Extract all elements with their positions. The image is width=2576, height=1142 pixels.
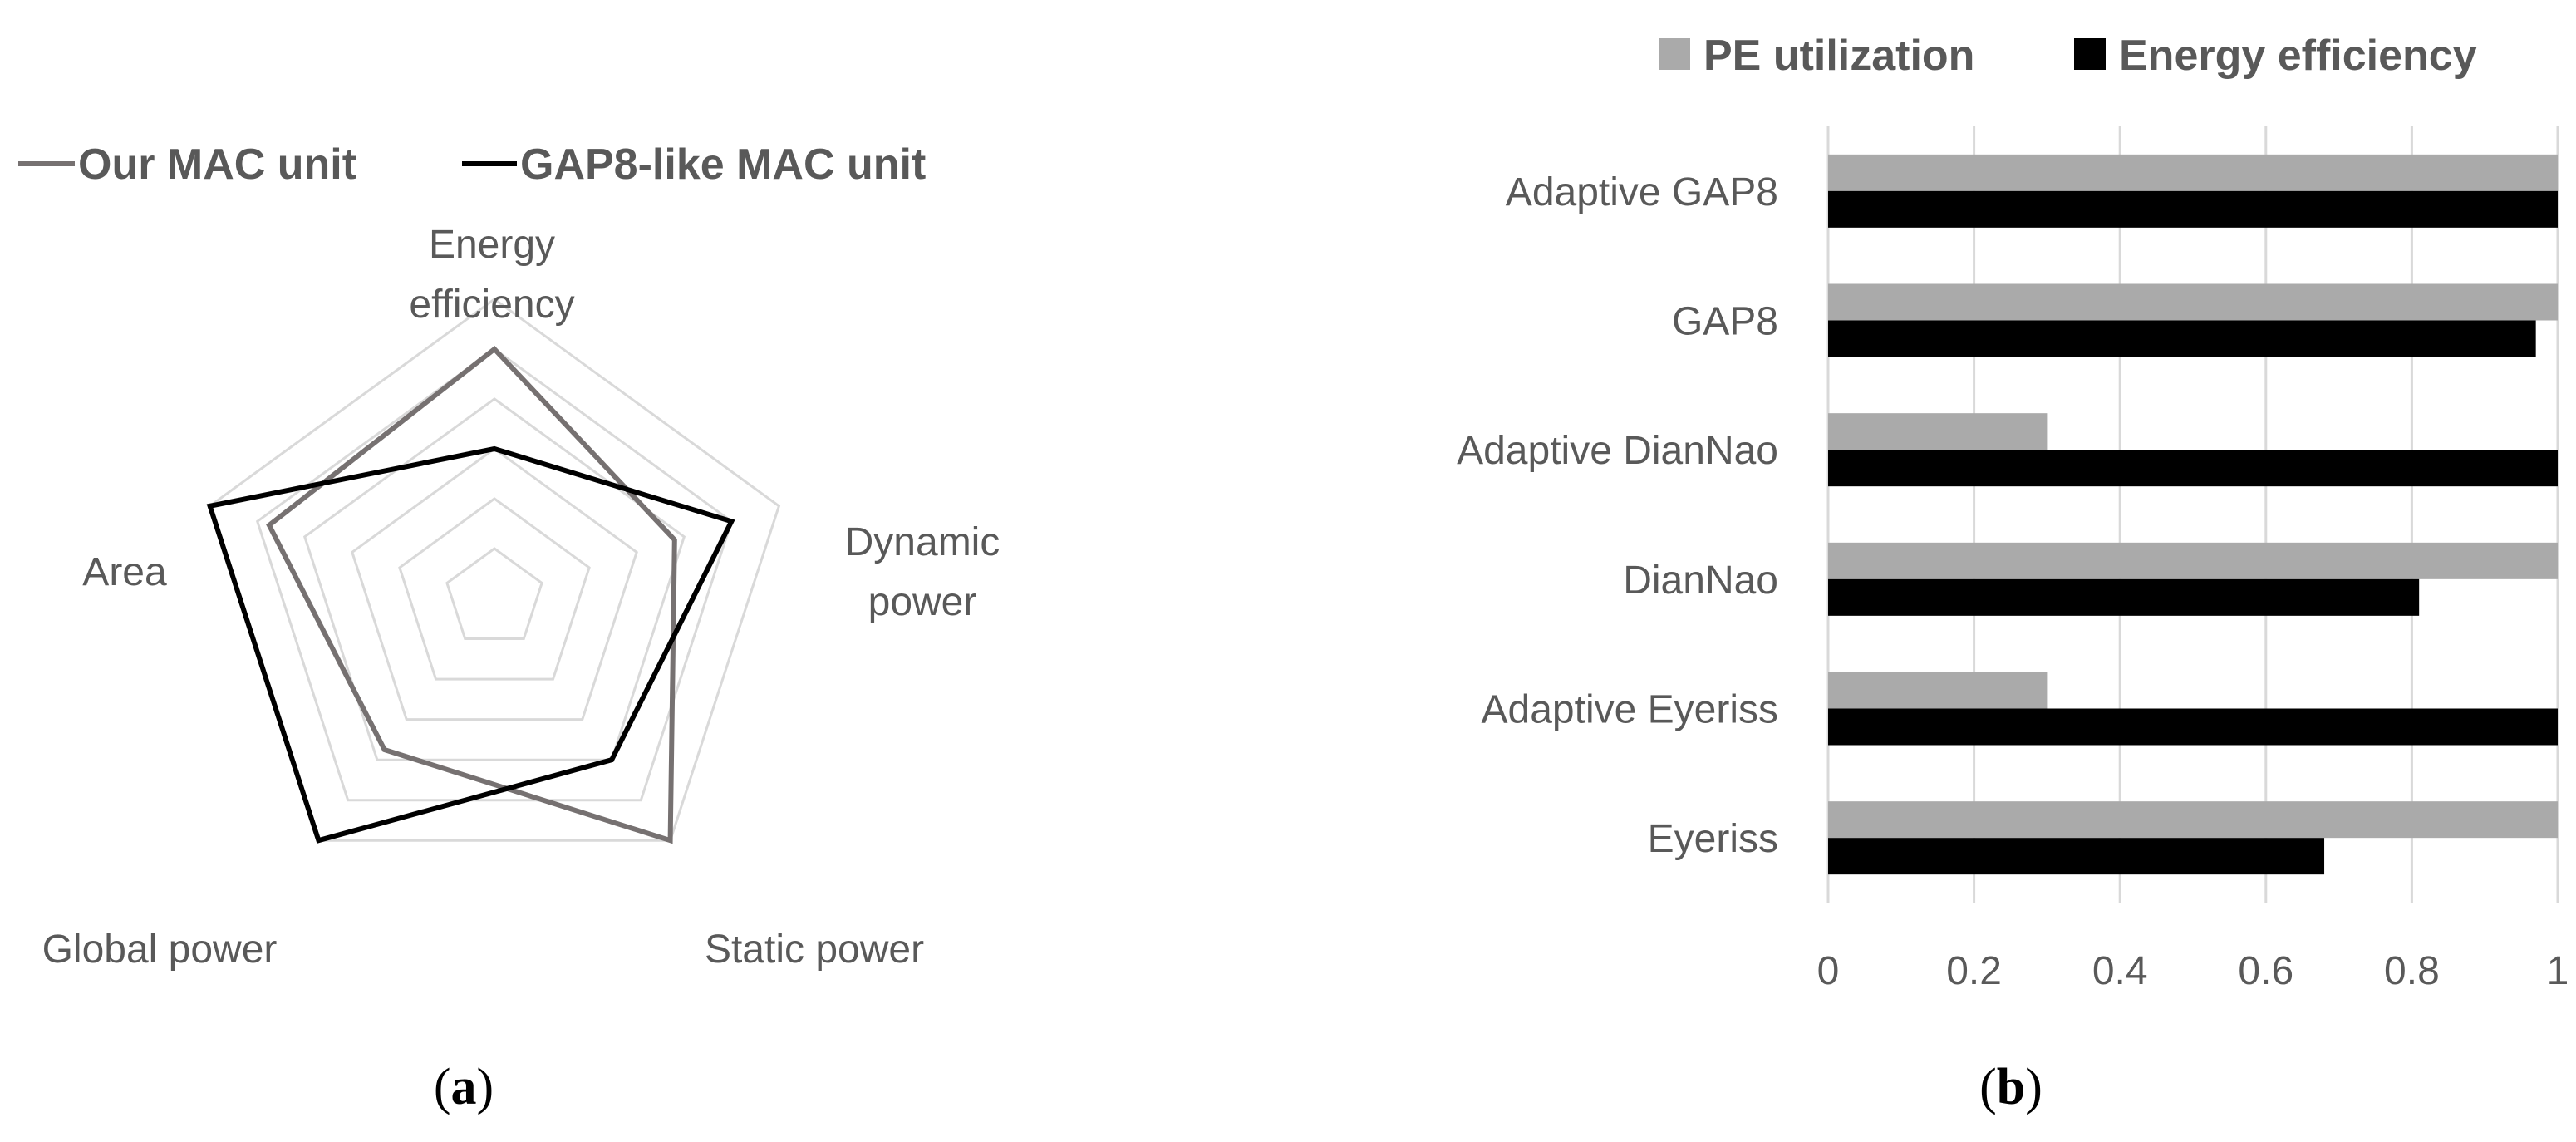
- radar-ring: [351, 447, 638, 721]
- bar-adaptive-eyeriss-pe-utilization: [1828, 672, 2048, 709]
- category-label-adaptive-eyeriss: Adaptive Eyeriss: [1482, 688, 1779, 732]
- x-tick-label: 0.4: [2092, 949, 2148, 993]
- radar-axis-label-global-power: Global power: [42, 928, 278, 972]
- bar-gap8-energy-efficiency: [1828, 320, 2536, 357]
- radar-ring: [398, 497, 591, 681]
- bar-legend: PE utilization Energy efficiency: [1659, 32, 2477, 80]
- radar-axis-label-area: Area: [82, 550, 167, 594]
- legend-label-gap8-like: GAP8-like MAC unit: [520, 140, 926, 189]
- bar-bars: [1828, 154, 2558, 875]
- legend-swatch-pe-utilization: [1659, 38, 1690, 70]
- category-label-adaptive-gap8: Adaptive GAP8: [1506, 170, 1778, 214]
- radar-series-gap8-like-mac-unit: [206, 445, 735, 844]
- radar-series: [206, 345, 735, 844]
- panel-label-a: (a): [434, 1059, 494, 1115]
- radar-ring: [255, 347, 734, 802]
- panel-label-b: (b): [1979, 1059, 2043, 1115]
- x-tick-label: 0: [1817, 949, 1840, 993]
- bar-adaptive-gap8-pe-utilization: [1828, 154, 2558, 191]
- bar-grid: [1826, 126, 2559, 903]
- radar-axis-label-static-power: Static power: [705, 928, 924, 972]
- bar-eyeriss-energy-efficiency: [1828, 838, 2325, 875]
- radar-ring: [208, 298, 781, 842]
- category-label-eyeriss: Eyeriss: [1648, 817, 1778, 861]
- bar-chart: PE utilization Energy efficiency Adaptiv…: [1457, 32, 2569, 1115]
- x-tick-label: 0.8: [2384, 949, 2440, 993]
- bar-adaptive-eyeriss-energy-efficiency: [1828, 708, 2558, 746]
- category-label-adaptive-diannao: Adaptive DianNao: [1457, 429, 1778, 473]
- legend-label-our-mac: Our MAC unit: [78, 140, 356, 189]
- radar-ring: [445, 547, 543, 640]
- category-label-gap8: GAP8: [1672, 300, 1778, 344]
- bar-eyeriss-pe-utilization: [1828, 801, 2558, 839]
- radar-legend: Our MAC unit GAP8-like MAC unit: [18, 140, 926, 189]
- x-tick-label: 0.2: [1946, 949, 2002, 993]
- legend-label-energy-efficiency: Energy efficiency: [2119, 32, 2477, 80]
- category-label-diannao: DianNao: [1623, 559, 1778, 603]
- radar-series-our-mac-unit: [266, 345, 677, 844]
- legend-swatch-energy-efficiency: [2074, 38, 2106, 70]
- x-tick-label: 0.6: [2238, 949, 2293, 993]
- bar-adaptive-gap8-energy-efficiency: [1828, 190, 2558, 228]
- bar-x-tick-labels: 0 0.2 0.4 0.6 0.8 1: [1817, 949, 2569, 993]
- bar-diannao-energy-efficiency: [1828, 578, 2420, 616]
- bar-adaptive-diannao-pe-utilization: [1828, 413, 2048, 450]
- bar-adaptive-diannao-energy-efficiency: [1828, 450, 2558, 487]
- bar-gap8-pe-utilization: [1828, 283, 2558, 321]
- bar-diannao-pe-utilization: [1828, 542, 2558, 579]
- x-tick-label: 1: [2547, 949, 2569, 993]
- legend-label-pe-utilization: PE utilization: [1703, 32, 1974, 80]
- radar-grid: [208, 298, 781, 842]
